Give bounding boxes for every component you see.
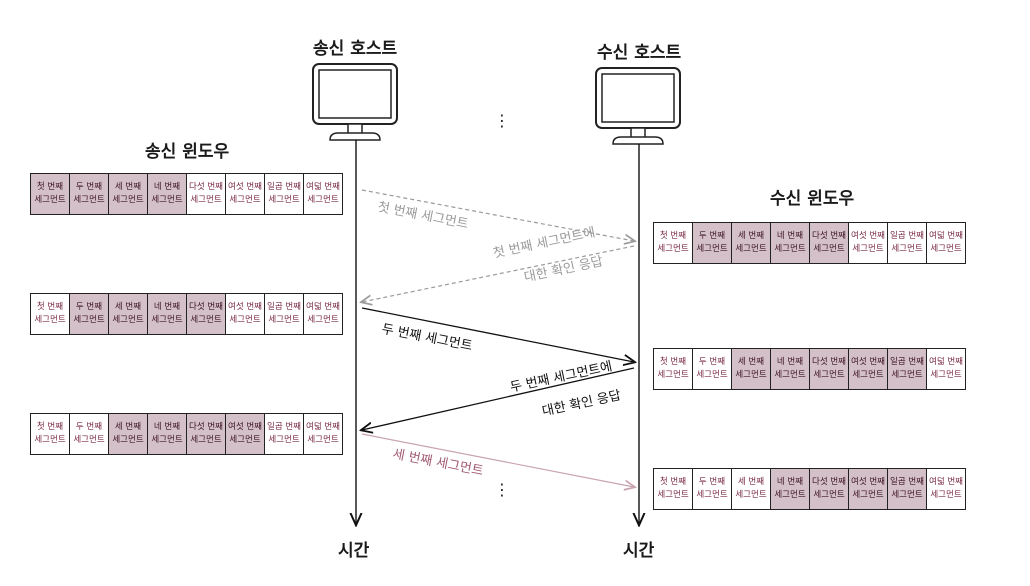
- sender-host-label: 송신 호스트: [313, 39, 398, 59]
- sender-monitor-icon: [312, 63, 398, 141]
- ellipsis-top: ⋮: [494, 111, 510, 130]
- receiver-window-label: 수신 윈도우: [770, 189, 855, 209]
- receiver-monitor-icon: [595, 67, 681, 145]
- sender-window-label: 송신 윈도우: [145, 142, 230, 162]
- receiver-host-label: 수신 호스트: [597, 43, 682, 63]
- sender-time-label: 시간: [338, 541, 370, 561]
- receiver-time-label: 시간: [623, 541, 655, 561]
- ellipsis-bottom: ⋮: [494, 480, 510, 499]
